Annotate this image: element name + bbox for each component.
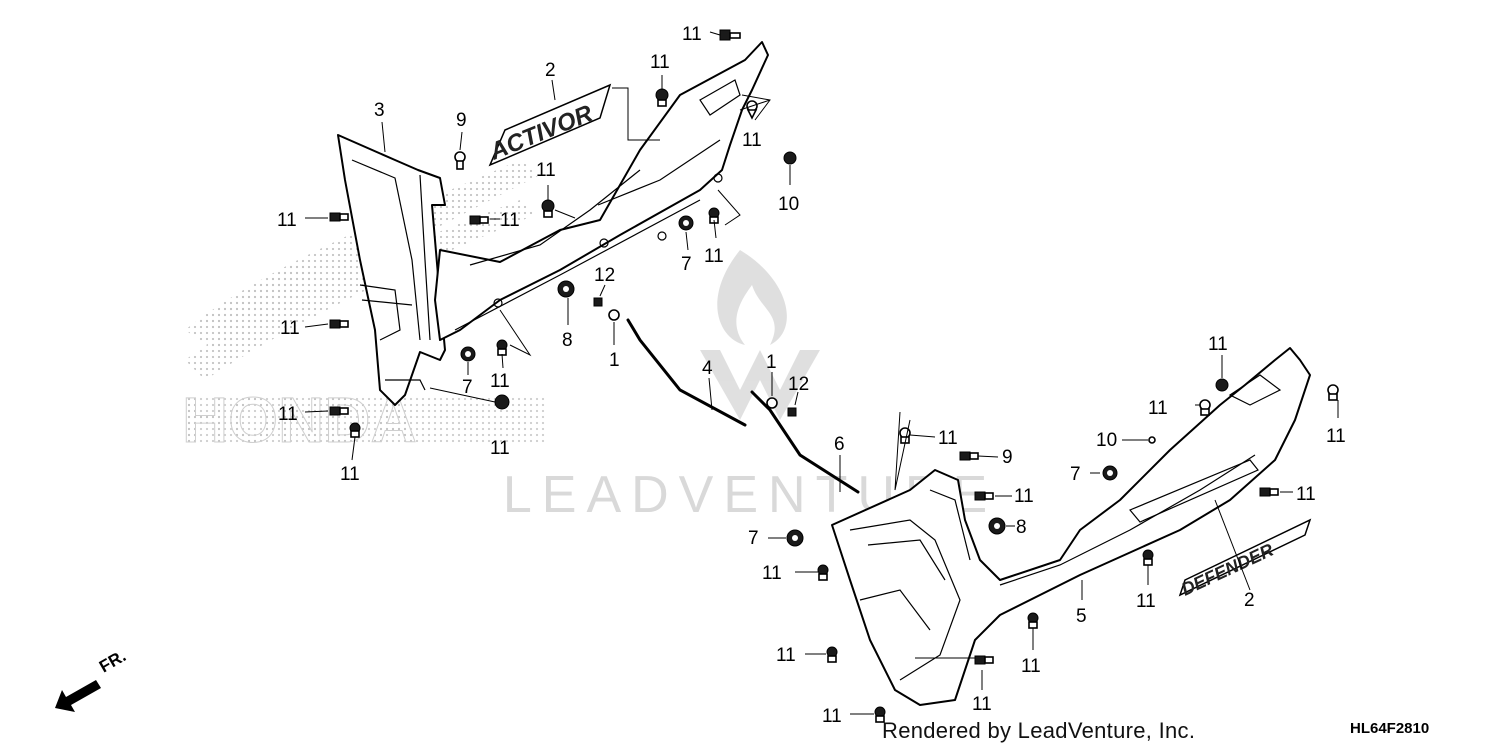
- callout-label[interactable]: 10: [1096, 430, 1117, 451]
- bolt-icon[interactable]: [787, 407, 797, 417]
- grommet-icon[interactable]: [460, 346, 476, 362]
- clip-icon[interactable]: [746, 100, 758, 120]
- callout-label[interactable]: 11: [1208, 334, 1228, 355]
- callout-label[interactable]: 1: [766, 352, 777, 373]
- callout-label[interactable]: 7: [748, 528, 759, 549]
- callout-label[interactable]: 8: [562, 330, 573, 351]
- bolt-icon[interactable]: [329, 406, 349, 416]
- callout-label[interactable]: 11: [762, 563, 782, 584]
- callout-label[interactable]: 11: [822, 706, 842, 727]
- bolt-icon[interactable]: [1259, 487, 1279, 497]
- callout-label[interactable]: 8: [1016, 517, 1027, 538]
- callout-label[interactable]: 11: [704, 246, 724, 267]
- grommet-icon[interactable]: [557, 280, 575, 298]
- clip-icon[interactable]: [1142, 549, 1154, 566]
- callout-label[interactable]: 12: [788, 374, 809, 395]
- callout-label[interactable]: 5: [1076, 606, 1087, 627]
- callout-label[interactable]: 11: [1136, 591, 1156, 612]
- callout-label[interactable]: 11: [742, 130, 762, 151]
- callout-label[interactable]: 4: [702, 358, 713, 379]
- callout-label[interactable]: 11: [1021, 656, 1041, 677]
- emblem-lower: DEFENDER: [1178, 518, 1312, 600]
- bolt-icon[interactable]: [454, 151, 466, 170]
- emblem-lower-text: DEFENDER: [1178, 540, 1276, 600]
- washer-icon[interactable]: [608, 309, 620, 321]
- clip-icon[interactable]: [496, 339, 508, 356]
- callout-label[interactable]: 11: [500, 210, 520, 231]
- leader-lines: [304, 31, 1339, 715]
- callout-label[interactable]: 11: [776, 645, 796, 666]
- callout-label[interactable]: 7: [462, 377, 473, 398]
- grommet-icon[interactable]: [1148, 436, 1156, 444]
- callout-label[interactable]: 9: [1002, 447, 1013, 468]
- callout-label[interactable]: 9: [456, 110, 467, 131]
- front-direction-arrow-icon: [55, 680, 101, 712]
- callout-label[interactable]: 11: [536, 160, 556, 181]
- callout-label[interactable]: 11: [972, 694, 992, 715]
- clip-icon[interactable]: [874, 706, 886, 723]
- part-rod-6[interactable]: [750, 390, 860, 494]
- callout-label[interactable]: 11: [280, 318, 300, 339]
- callout-label[interactable]: 11: [278, 404, 298, 425]
- callout-label[interactable]: 11: [490, 438, 510, 459]
- watermark-flame-icon: [700, 250, 820, 420]
- callout-label[interactable]: 7: [1070, 464, 1081, 485]
- grommet-icon[interactable]: [1102, 465, 1118, 481]
- callout-label[interactable]: 11: [1296, 484, 1316, 505]
- callout-label[interactable]: 11: [340, 464, 360, 485]
- clip-icon[interactable]: [1327, 384, 1339, 401]
- clip-icon[interactable]: [494, 394, 510, 410]
- washer-icon[interactable]: [766, 397, 778, 409]
- grommet-icon[interactable]: [678, 215, 694, 231]
- bolt-icon[interactable]: [593, 297, 603, 307]
- callout-label[interactable]: 2: [545, 60, 556, 81]
- diagram-code: HL64F2810: [1350, 720, 1430, 737]
- clip-icon[interactable]: [655, 88, 669, 107]
- callout-label[interactable]: 1: [609, 350, 620, 371]
- callout-label[interactable]: 11: [938, 428, 958, 449]
- bolt-icon[interactable]: [329, 212, 349, 222]
- bolt-icon[interactable]: [719, 29, 741, 41]
- clip-icon[interactable]: [899, 427, 911, 444]
- callout-label[interactable]: 11: [682, 24, 702, 45]
- bolt-icon[interactable]: [469, 215, 489, 225]
- clip-icon[interactable]: [1027, 612, 1039, 629]
- background-logo-text: HONDA: [182, 384, 417, 456]
- part-side-cover-lower[interactable]: [831, 347, 1311, 706]
- clip-icon[interactable]: [826, 646, 838, 663]
- callout-label[interactable]: 12: [594, 265, 615, 286]
- part-side-cover-upper[interactable]: [434, 41, 769, 341]
- callouts: 11 11 2 3 9 11 10 11 11 11 7 11 12 11 8 …: [277, 24, 1346, 727]
- callout-label[interactable]: 11: [1326, 426, 1346, 447]
- callout-label[interactable]: 10: [778, 194, 799, 215]
- emblem-upper-text: ACTIVOR: [485, 100, 597, 166]
- fasteners: [329, 29, 1339, 723]
- callout-label[interactable]: 11: [1014, 486, 1034, 507]
- bolt-icon[interactable]: [974, 491, 994, 501]
- callout-label[interactable]: 11: [1148, 398, 1168, 419]
- part-front-panel-left[interactable]: [337, 134, 446, 406]
- rendered-by-footer: Rendered by LeadVenture, Inc.: [882, 718, 1196, 743]
- part-rod-4[interactable]: [626, 318, 747, 427]
- clip-icon[interactable]: [817, 564, 829, 581]
- grommet-icon[interactable]: [988, 517, 1006, 535]
- emblem-upper: ACTIVOR: [485, 83, 612, 167]
- callout-label[interactable]: 11: [650, 52, 670, 73]
- clip-icon[interactable]: [1199, 399, 1211, 416]
- callout-label[interactable]: 2: [1244, 590, 1255, 611]
- clip-icon[interactable]: [541, 199, 555, 218]
- bolt-icon[interactable]: [959, 451, 979, 461]
- grommet-icon[interactable]: [783, 151, 797, 165]
- bolt-icon[interactable]: [974, 655, 994, 665]
- callout-label[interactable]: 3: [374, 100, 385, 121]
- clip-icon[interactable]: [1215, 378, 1229, 392]
- bolt-icon[interactable]: [329, 319, 349, 329]
- callout-label[interactable]: 11: [277, 210, 297, 231]
- callout-label[interactable]: 6: [834, 434, 845, 455]
- callout-label[interactable]: 7: [681, 254, 692, 275]
- callout-label[interactable]: 11: [490, 371, 510, 392]
- grommet-icon[interactable]: [786, 529, 804, 547]
- clip-icon[interactable]: [349, 422, 361, 438]
